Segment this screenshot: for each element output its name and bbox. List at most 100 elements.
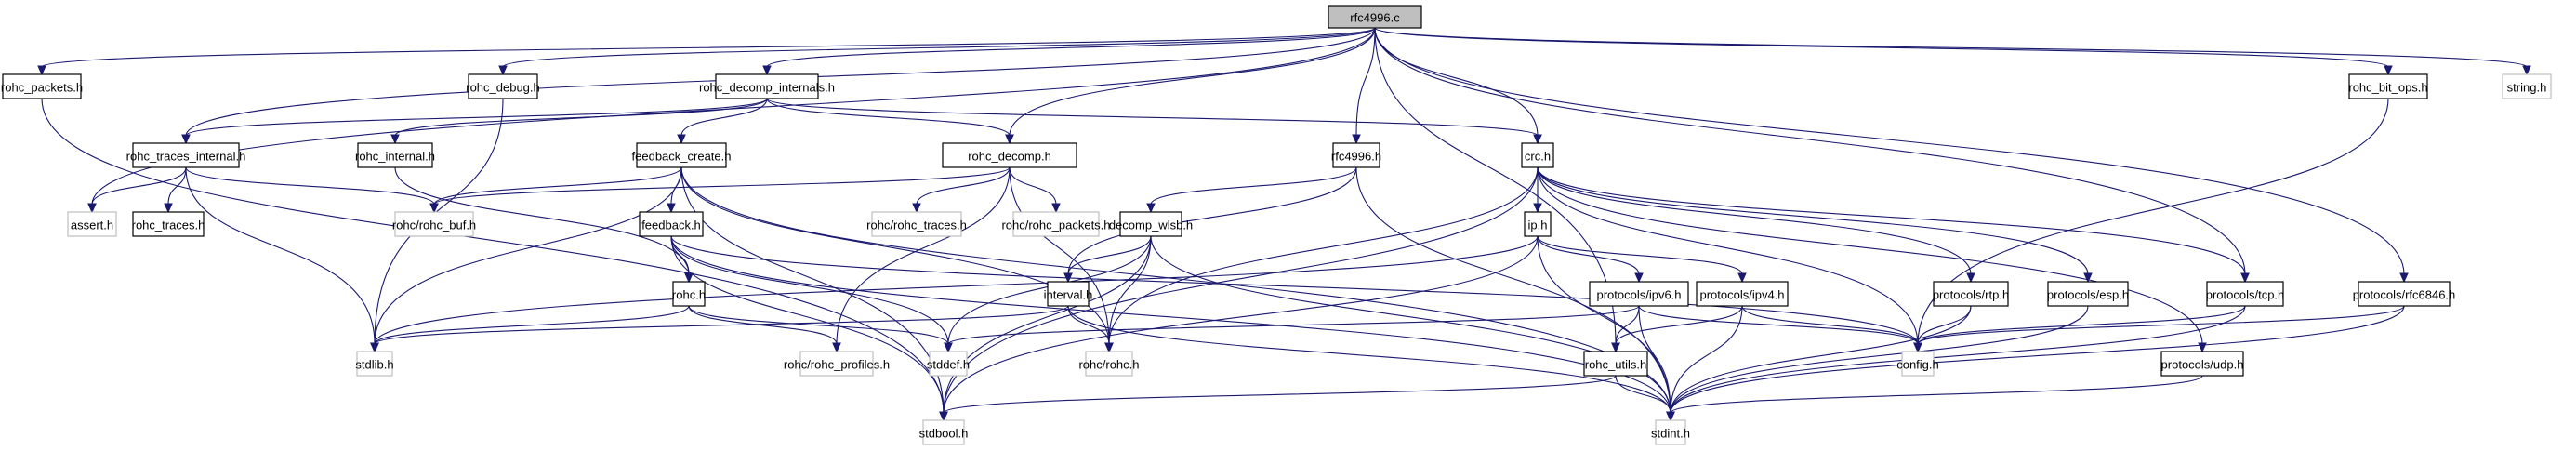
node-stddef-h[interactable]: stddef.h [927,351,970,377]
node-label: rohc_bit_ops.h [2348,81,2427,95]
arrowhead-icon [1533,134,1542,145]
node-stdlib-h[interactable]: stdlib.h [355,351,394,377]
node-box[interactable] [1583,351,1648,377]
node-rohc-utils-h[interactable]: rohc_utils.h [1583,351,1648,377]
node-protocols-ipv4-h[interactable]: protocols/ipv4.h [1696,281,1789,307]
node-feedback-create-h[interactable]: feedback_create.h [632,142,732,168]
node-box[interactable] [1521,142,1554,168]
node-label: rohc_internal.h [355,150,435,164]
node-rohc-internal-h[interactable]: rohc_internal.h [355,142,435,168]
node-rohc-decomp-internals-h[interactable]: rohc_decomp_internals.h [699,73,835,99]
node-rohc-rohc-profiles-h[interactable]: rohc/rohc_profiles.h [784,351,890,377]
node-rfc4996-c[interactable]: rfc4996.c [1328,5,1422,29]
node-protocols-rtp-h[interactable]: protocols/rtp.h [1933,281,2009,307]
arrowhead-icon [1611,342,1620,353]
node-feedback-h[interactable]: feedback.h [639,211,704,237]
edge-rfc4996_c-to-rohc_decomp_internals_h [766,27,1376,68]
edge-protocols_rfc6846_h-to-stdint_h [1670,305,2405,414]
edge-rohc_traces_internal_h-to-rohc_traces_h [167,166,187,206]
node-box[interactable] [2206,281,2284,307]
node-box[interactable] [639,211,704,237]
node-box[interactable] [929,351,968,377]
node-box[interactable] [2047,281,2129,307]
node-box[interactable] [1655,419,1686,445]
node-rohc-rohc-traces-h[interactable]: rohc/rohc_traces.h [866,211,967,237]
node-stdbool-h[interactable]: stdbool.h [919,419,969,445]
node-ip-h[interactable]: ip.h [1524,211,1552,237]
node-box[interactable] [2348,73,2428,99]
node-rohc-h[interactable]: rohc.h [672,281,706,307]
node-box[interactable] [2,73,82,99]
node-protocols-tcp-h[interactable]: protocols/tcp.h [2206,281,2285,307]
arrowhead-icon [762,65,772,76]
node-label: stddef.h [927,358,970,372]
node-decomp-wlsb-h[interactable]: decomp_wlsb.h [1109,211,1193,237]
arrowhead-icon [1666,411,1675,422]
arrowhead-icon [677,134,686,145]
node-box[interactable] [1589,281,1689,307]
node-rohc-packets-h[interactable]: rohc_packets.h [1,73,83,99]
node-label: interval.h [1044,288,1093,302]
node-box[interactable] [871,211,962,237]
node-rohc-traces-internal-h[interactable]: rohc_traces_internal.h [126,142,246,168]
node-protocols-rfc6846-h[interactable]: protocols/rfc6846.h [2353,281,2456,307]
node-protocols-udp-h[interactable]: protocols/udp.h [2160,351,2244,377]
node-box[interactable] [2358,281,2451,307]
node-rohc-traces-h[interactable]: rohc_traces.h [132,211,205,237]
node-rohc-rohc-h[interactable]: rohc/rohc.h [1078,351,1140,377]
node-box[interactable] [1524,211,1552,237]
node-box[interactable] [1332,142,1380,168]
node-box[interactable] [1012,211,1100,237]
node-box[interactable] [1047,281,1090,307]
edge-ip_h-to-protocols_ipv4_h [1537,235,1743,275]
node-box[interactable] [132,142,240,168]
node-box[interactable] [715,73,819,99]
edge-rohc_utils_h-to-stdint_h [1615,375,1671,414]
edge-rohc_decomp_internals_h-to-rohc_traces_internal_h [185,98,768,137]
node-rohc-debug-h[interactable]: rohc_debug.h [466,73,540,99]
node-box[interactable] [357,142,433,168]
node-rohc-decomp-h[interactable]: rohc_decomp.h [942,142,1077,168]
node-box[interactable] [394,211,474,237]
edge-decomp_wlsb_h-to-stdint_h [1150,235,1671,414]
node-rohc-rohc-packets-h[interactable]: rohc/rohc_packets.h [1001,211,1111,237]
node-box[interactable] [1119,211,1182,237]
node-box[interactable] [942,142,1077,168]
node-rohc-rohc-buf-h[interactable]: rohc/rohc_buf.h [392,211,476,237]
node-box[interactable] [2502,73,2552,99]
edge-crc_h-to-config_h [1537,166,1919,345]
node-crc-h[interactable]: crc.h [1521,142,1554,168]
node-box[interactable] [636,142,727,168]
node-box[interactable] [1328,5,1422,29]
edge-protocols_ipv4_h-to-rohc_utils_h [1615,305,1743,345]
arrowhead-icon [2522,65,2531,76]
edge-rohc_decomp_internals_h-to-rohc_decomp_h [766,98,1011,137]
edge-protocols_ipv4_h-to-stdint_h [1670,305,1743,414]
node-rohc-bit-ops-h[interactable]: rohc_bit_ops.h [2348,73,2428,99]
node-assert-h[interactable]: assert.h [67,211,117,237]
node-box[interactable] [2160,351,2244,377]
node-box[interactable] [356,351,393,377]
arrowhead-icon [1533,203,1542,214]
node-protocols-esp-h[interactable]: protocols/esp.h [2047,281,2129,307]
node-box[interactable] [67,211,117,237]
node-protocols-ipv6-h[interactable]: protocols/ipv6.h [1589,281,1689,307]
edge-feedback_create_h-to-stdlib_h [374,166,682,345]
node-rfc4996-h[interactable]: rfc4996.h [1331,142,1381,168]
node-box[interactable] [1901,351,1935,377]
node-box[interactable] [1933,281,2009,307]
node-label: protocols/esp.h [2047,288,2129,302]
node-config-h[interactable]: config.h [1896,351,1939,377]
node-box[interactable] [468,73,538,99]
node-box[interactable] [799,351,874,377]
node-string-h[interactable]: string.h [2502,73,2552,99]
node-box[interactable] [922,419,965,445]
node-interval-h[interactable]: interval.h [1044,281,1093,307]
node-box[interactable] [1696,281,1789,307]
edge-protocols_udp_h-to-stdint_h [1670,375,2203,414]
node-stdint-h[interactable]: stdint.h [1651,419,1690,445]
edge-protocols_ipv6_h-to-rohc_utils_h [1615,305,1640,345]
node-box[interactable] [672,281,706,307]
node-box[interactable] [1085,351,1133,377]
node-box[interactable] [132,211,205,237]
